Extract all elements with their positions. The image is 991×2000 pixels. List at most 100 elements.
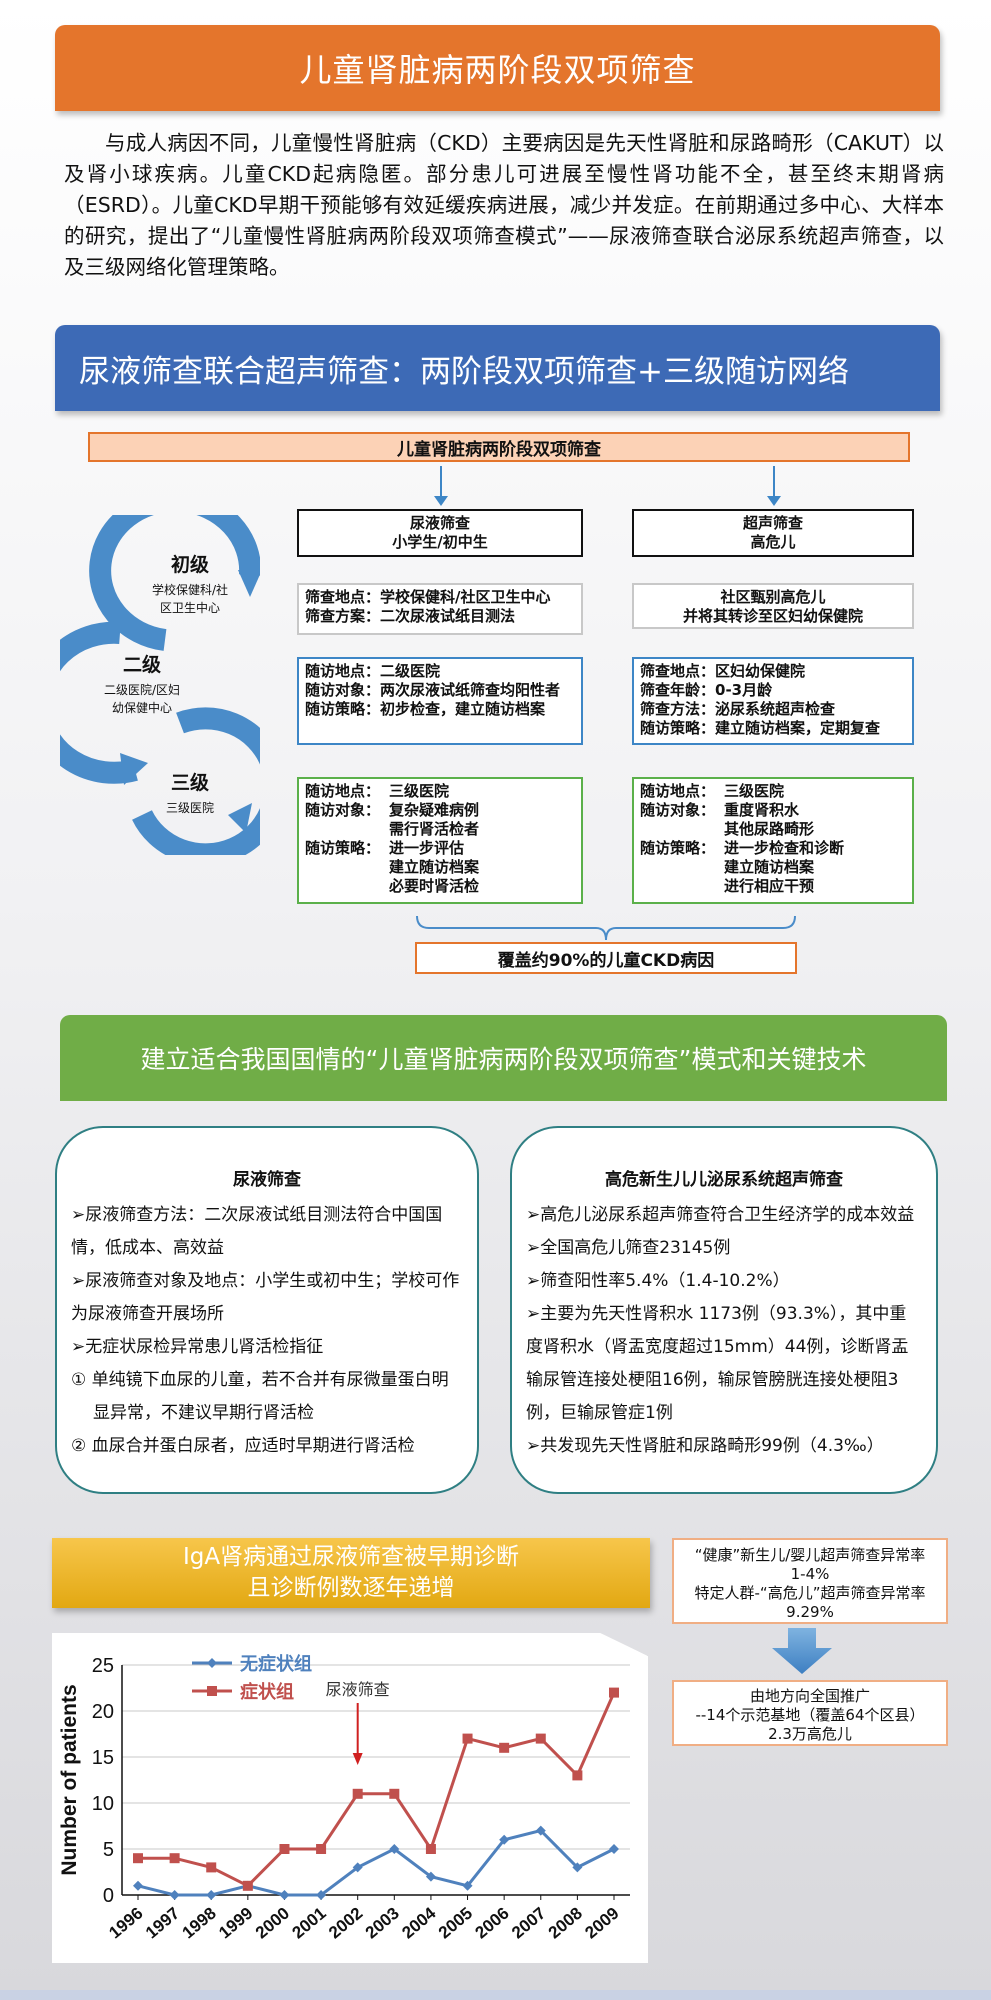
data-point (352, 1862, 363, 1873)
x-tick-label: 2000 (252, 1904, 293, 1943)
arrow-down-icon (772, 1628, 832, 1674)
coverage-brace (416, 915, 796, 941)
x-tick-label: 2009 (581, 1904, 622, 1943)
data-point (352, 1788, 363, 1799)
y-tick-label: 10 (92, 1793, 114, 1815)
arrow-down-icon (767, 466, 781, 506)
annotation-arrow-head (352, 1753, 363, 1765)
data-point (133, 1853, 143, 1864)
x-tick-label: 2001 (288, 1904, 329, 1943)
ultrasound-box-primary: 社区甄别高危儿 并将其转诊至区妇幼保健院 (632, 583, 914, 629)
data-point (133, 1880, 143, 1891)
level-tertiary: 三级 三级医院 (165, 772, 214, 815)
data-point (169, 1853, 180, 1864)
coverage-box: 覆盖约90%的儿童CKD病因 (415, 942, 797, 974)
footer-strip (0, 1990, 991, 2000)
level-primary: 初级 学校保健科/社区卫生中心 (151, 554, 229, 615)
legend-label: 症状组 (240, 1681, 294, 1703)
ultrasound-screening-panel: 高危新生儿儿泌尿系统超声筛查 ➢高危儿泌尿系超声筛查符合卫生经济学的成本效益 ➢… (510, 1126, 938, 1494)
data-point (572, 1770, 583, 1781)
section2-title: 建立适合我国国情的“儿童肾脏病两阶段双项筛查”模式和关键技术 (140, 1045, 867, 1074)
level-secondary: 二级 二级医院/区妇幼保健中心 (103, 654, 181, 715)
section1-title: 尿液筛查联合超声筛查：两阶段双项筛查+三级随访网络 (79, 353, 849, 390)
ultrasound-box-secondary: 筛查地点：区妇幼保健院 筛查年龄：0-3月龄 筛查方法：泌尿系统超声检查 随访策… (632, 657, 914, 745)
cycle-arc-3 (132, 707, 260, 855)
x-tick-label: 2006 (472, 1904, 513, 1943)
x-tick-label: 2004 (398, 1903, 440, 1942)
x-tick-label: 2008 (545, 1904, 586, 1943)
data-point (425, 1871, 436, 1882)
legend-label: 无症状组 (240, 1653, 312, 1675)
list-item: ➢主要为先天性肾积水 1173例（93.3%），其中重度肾积水（肾盂宽度超过15… (526, 1304, 909, 1423)
list-item: ➢尿液筛查方法：二次尿液试纸目测法符合中国国情，低成本、高效益 (71, 1205, 443, 1258)
ultrasound-rate-box: “健康”新生儿/婴儿超声筛查异常率 1-4% 特定人群-“高危儿”超声筛查异常率… (672, 1538, 948, 1624)
legend-marker (207, 1658, 217, 1668)
x-tick-label: 2005 (435, 1904, 476, 1943)
y-tick-label: 20 (92, 1701, 114, 1723)
urine-screen-header: 尿液筛查 小学生/初中生 (297, 509, 583, 557)
x-tick-label: 1998 (179, 1904, 220, 1943)
cycle-arrow-2 (120, 753, 148, 785)
x-tick-label: 2002 (325, 1904, 366, 1943)
y-tick-label: 25 (92, 1655, 114, 1677)
y-tick-label: 15 (92, 1747, 114, 1769)
panel-title: 尿液筛查 (233, 1170, 301, 1190)
list-item: ② 血尿合并蛋白尿者，应适时早期进行肾活检 (71, 1436, 415, 1456)
flow-title: 儿童肾脏病两阶段双项筛查 (88, 432, 910, 462)
x-tick-label: 2007 (508, 1904, 549, 1943)
list-item: ① 单纯镜下血尿的儿童，若不合并有尿微量蛋白明显异常，不建议早期行肾活检 (71, 1370, 449, 1423)
data-point (206, 1862, 217, 1873)
list-item: ➢全国高危儿筛查23145例 (526, 1238, 731, 1258)
y-tick-label: 5 (103, 1839, 114, 1861)
urine-box-secondary: 随访地点：二级医院 随访对象：两次尿液试纸筛查均阳性者 随访策略：初步检查，建立… (297, 657, 583, 745)
data-point (572, 1862, 583, 1873)
x-tick-label: 1997 (142, 1904, 183, 1943)
data-point (609, 1687, 619, 1698)
data-point (206, 1890, 217, 1900)
data-point (279, 1844, 290, 1854)
data-point (316, 1890, 327, 1900)
list-item: ➢筛查阳性率5.4%（1.4-10.2%） (526, 1271, 790, 1291)
promotion-box: 由地方向全国推广 --14个示范基地（覆盖64个区县） 2.3万高危儿 (672, 1680, 948, 1746)
cycle-arrow-1 (238, 570, 260, 597)
legend-marker (207, 1686, 217, 1696)
urine-box-primary: 筛查地点：学校保健科/社区卫生中心 筛查方案：二次尿液试纸目测法 (297, 583, 583, 635)
y-tick-label: 0 (103, 1885, 114, 1907)
list-item: ➢尿液筛查对象及地点：小学生或初中生；学校可作为尿液筛查开展场所 (71, 1271, 460, 1324)
data-point (316, 1844, 327, 1854)
cycle-arc-1 (89, 515, 260, 651)
data-point (609, 1844, 619, 1854)
data-point (462, 1733, 473, 1744)
list-item: ➢共发现先天性肾脏和尿路畸形99例（4.3‰） (526, 1436, 884, 1456)
data-point (425, 1844, 436, 1854)
data-point (242, 1880, 253, 1891)
title-banner: 儿童肾脏病两阶段双项筛查 (55, 25, 940, 111)
series-line (137, 1828, 615, 1897)
list-item: ➢无症状尿检异常患儿肾活检指征 (71, 1337, 324, 1357)
panel-title: 高危新生儿儿泌尿系统超声筛查 (605, 1170, 843, 1190)
intro-paragraph: 与成人病因不同，儿童慢性肾脏病（CKD）主要病因是先天性肾脏和尿路畸形（CAKU… (64, 131, 944, 279)
section1-banner: 尿液筛查联合超声筛查：两阶段双项筛查+三级随访网络 (55, 325, 940, 411)
ultrasound-box-tertiary: 随访地点：三级医院 随访对象：重度肾积水 其他尿路畸形 随访策略：进一步检查和诊… (632, 777, 914, 904)
iga-line-chart: 0510152025199619971998199920002001200220… (58, 1653, 630, 1943)
annotation-label: 尿液筛查 (326, 1680, 390, 1699)
data-point (499, 1742, 510, 1753)
urine-screening-panel: 尿液筛查 ➢尿液筛查方法：二次尿液试纸目测法符合中国国情，低成本、高效益 ➢尿液… (55, 1126, 479, 1494)
page-title: 儿童肾脏病两阶段双项筛查 (299, 51, 696, 89)
data-point (499, 1834, 510, 1845)
x-tick-label: 2003 (362, 1904, 403, 1943)
urine-box-tertiary: 随访地点：三级医院 随访对象：复杂疑难病例 需行肾活检者 随访策略：进一步评估 … (297, 777, 583, 904)
levels-cycle-graphic (60, 515, 260, 855)
cycle-arrow-3 (228, 803, 252, 833)
data-point (535, 1825, 546, 1836)
data-point (389, 1788, 400, 1799)
arrow-down-icon (434, 466, 448, 506)
x-tick-label: 1999 (215, 1904, 256, 1943)
series-line (138, 1691, 616, 1888)
y-axis-label: Number of patients (58, 1684, 81, 1875)
ultrasound-screen-header: 超声筛查 高危儿 (632, 509, 914, 557)
data-point (389, 1844, 400, 1854)
data-point (462, 1880, 473, 1891)
cycle-arc-2 (60, 621, 138, 784)
